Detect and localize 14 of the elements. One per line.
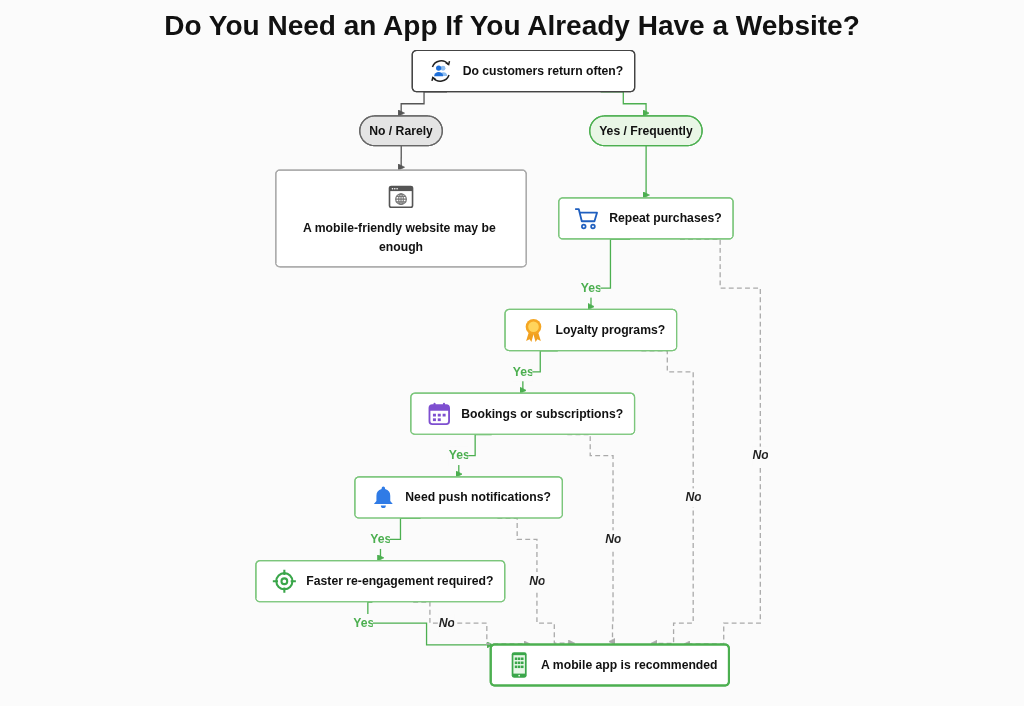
edge-label: No	[685, 489, 702, 504]
edge-label: Yes	[580, 280, 602, 295]
edge-label: No	[752, 448, 769, 462]
edge-label: Yes	[353, 615, 375, 630]
title: Do You Need an App If You Already Have a Website?	[164, 10, 860, 42]
edge-label: No	[605, 531, 622, 546]
edge-label: Yes	[448, 448, 470, 462]
edge-label: Yes	[370, 531, 392, 546]
arrow	[397, 145, 405, 171]
arrow	[367, 601, 494, 649]
edge-label: No	[438, 615, 456, 630]
arrow	[642, 145, 650, 199]
edge-label: Yes	[512, 364, 534, 379]
edge-label: No	[529, 573, 546, 588]
